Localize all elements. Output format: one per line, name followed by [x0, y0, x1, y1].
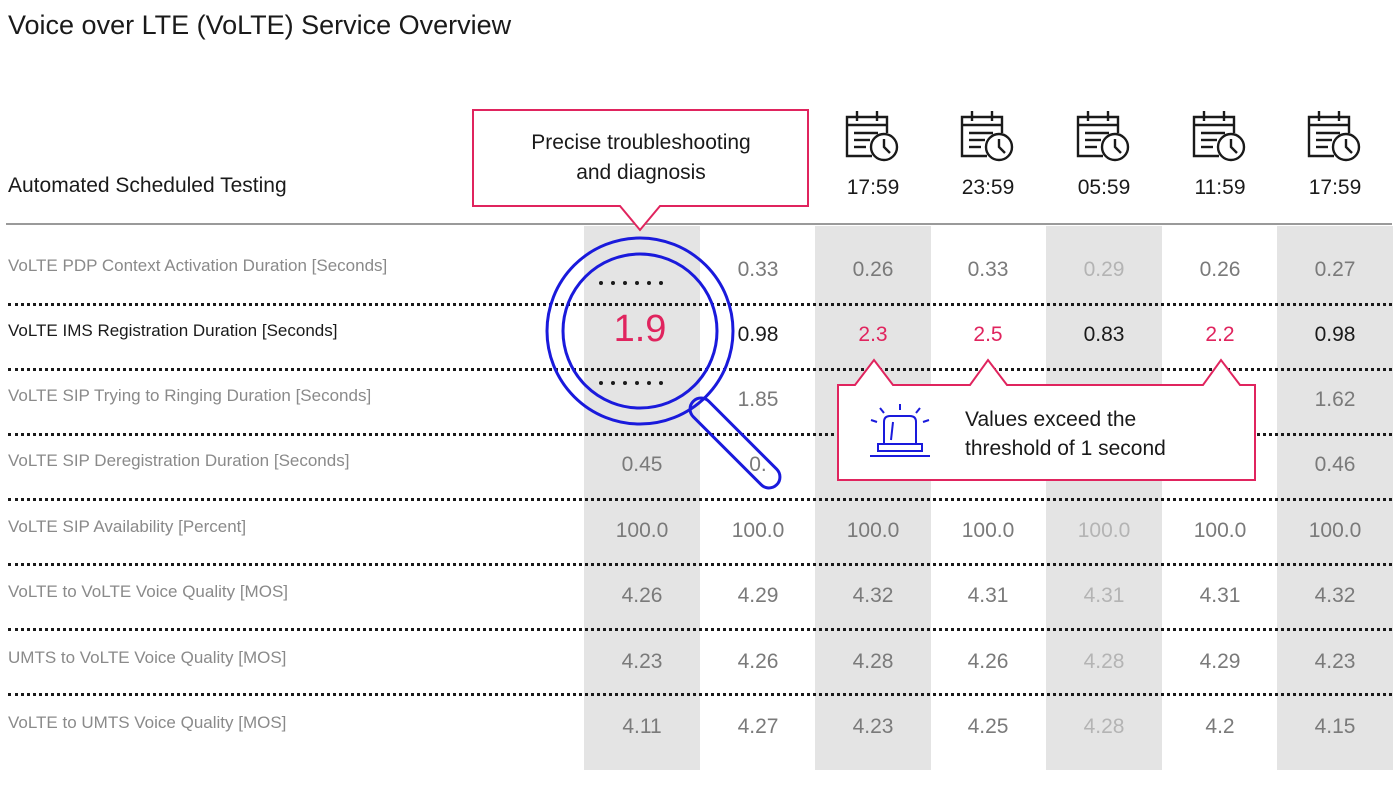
table-cell: 4.31 [967, 584, 1009, 607]
table-cell: 0.26 [852, 258, 894, 281]
table-cell: 2.2 [1205, 323, 1235, 346]
table-cell: 4.28 [1083, 715, 1125, 738]
table-cell: 4.29 [737, 584, 779, 607]
alert-line-2: threshold of 1 second [965, 437, 1166, 460]
table-cell: 100.0 [731, 519, 785, 542]
table-cell: 100.0 [1193, 519, 1247, 542]
calendar-clock-icon [1307, 111, 1361, 162]
column-header: 17:59 [1277, 108, 1393, 200]
table-cell: 0. [749, 453, 767, 476]
magnified-value: 1.9 [613, 308, 667, 350]
table-cell: 4.32 [1314, 584, 1356, 607]
column-header: 23:59 [930, 108, 1046, 200]
calendar-clock-icon [1192, 111, 1246, 162]
table-cell: 0.26 [1199, 258, 1241, 281]
table-cell: 1.62 [1314, 388, 1356, 411]
table-cell: 2.5 [973, 323, 1003, 346]
column-header: 17:59 [815, 108, 931, 200]
row-divider [8, 368, 1392, 371]
page-title: Voice over LTE (VoLTE) Service Overview [8, 10, 512, 40]
callout-line-2: and diagnosis [576, 161, 706, 184]
row-divider [8, 303, 1392, 306]
row-divider [8, 693, 1392, 696]
table-cell: 0.27 [1314, 258, 1356, 281]
row-label: VoLTE SIP Availability [Percent] [8, 517, 247, 536]
table-cell: 4.2 [1205, 715, 1235, 738]
section-label: Automated Scheduled Testing [8, 174, 287, 197]
table-cell: 0.83 [1083, 323, 1125, 346]
table-cell: 4.23 [852, 715, 894, 738]
table-cell: 4.32 [852, 584, 894, 607]
table-cell: 2.3 [858, 323, 888, 346]
row-label: VoLTE to UMTS Voice Quality [MOS] [8, 713, 287, 732]
table-cell: 100.0 [1308, 519, 1362, 542]
table-cell: 4.23 [621, 650, 663, 673]
table-cell: 100.0 [961, 519, 1015, 542]
row-divider [8, 563, 1392, 566]
column-time: 05:59 [1077, 176, 1131, 199]
callout-line-1: Precise troubleshooting [531, 131, 751, 154]
table-cell: 4.31 [1083, 584, 1125, 607]
table-cell: 4.26 [621, 584, 663, 607]
table-cell: 0.29 [1083, 258, 1125, 281]
row-label: VoLTE IMS Registration Duration [Seconds… [8, 321, 338, 340]
table-cell: 0.33 [967, 258, 1009, 281]
table-cell: 1.85 [737, 388, 779, 411]
table-cell: 0.98 [1314, 323, 1356, 346]
table-cell: 4.23 [1314, 650, 1356, 673]
row-divider [8, 433, 1392, 436]
table-cell: 0.33 [737, 258, 779, 281]
table-cell: 4.26 [967, 650, 1009, 673]
column-header: 05:59 [1046, 108, 1162, 200]
table-cell: 4.11 [622, 715, 662, 738]
row-label: VoLTE SIP Deregistration Duration [Secon… [8, 451, 350, 470]
row-label: VoLTE to VoLTE Voice Quality [MOS] [8, 582, 289, 601]
table-cell: 4.26 [737, 650, 779, 673]
table-cell: 4.27 [737, 715, 779, 738]
row-divider [8, 628, 1392, 631]
column-time: 17:59 [1308, 176, 1362, 199]
table-cell: 4.28 [852, 650, 894, 673]
row-label: VoLTE SIP Trying to Ringing Duration [Se… [8, 386, 372, 405]
row-divider [8, 498, 1392, 501]
alert-text: Values exceed the threshold of 1 second [965, 405, 1166, 463]
table-cell: 0.98 [737, 323, 779, 346]
row-label: VoLTE PDP Context Activation Duration [S… [8, 256, 388, 275]
table-cell: 100.0 [615, 519, 669, 542]
column-header: 11:59 [1162, 108, 1278, 200]
calendar-clock-icon [960, 111, 1014, 162]
alert-line-1: Values exceed the [965, 408, 1137, 431]
row-label: UMTS to VoLTE Voice Quality [MOS] [8, 648, 287, 667]
table-cell: 4.29 [1199, 650, 1241, 673]
column-time: 17:59 [846, 176, 900, 199]
table-cell: 100.0 [1077, 519, 1131, 542]
header-divider [6, 223, 1392, 225]
column-time: 11:59 [1194, 176, 1246, 199]
table-cell: 4.15 [1314, 715, 1356, 738]
calendar-clock-icon [845, 111, 899, 162]
callout-text: Precise troubleshooting and diagnosis [474, 128, 808, 188]
table-cell: 4.28 [1083, 650, 1125, 673]
table-cell: 4.31 [1199, 584, 1241, 607]
column-time: 23:59 [961, 176, 1015, 199]
table-cell: 4.25 [967, 715, 1009, 738]
table-cell: 0.46 [1314, 453, 1356, 476]
table-cell: 0.45 [621, 453, 663, 476]
calendar-clock-icon [1076, 111, 1130, 162]
table-cell: 100.0 [846, 519, 900, 542]
